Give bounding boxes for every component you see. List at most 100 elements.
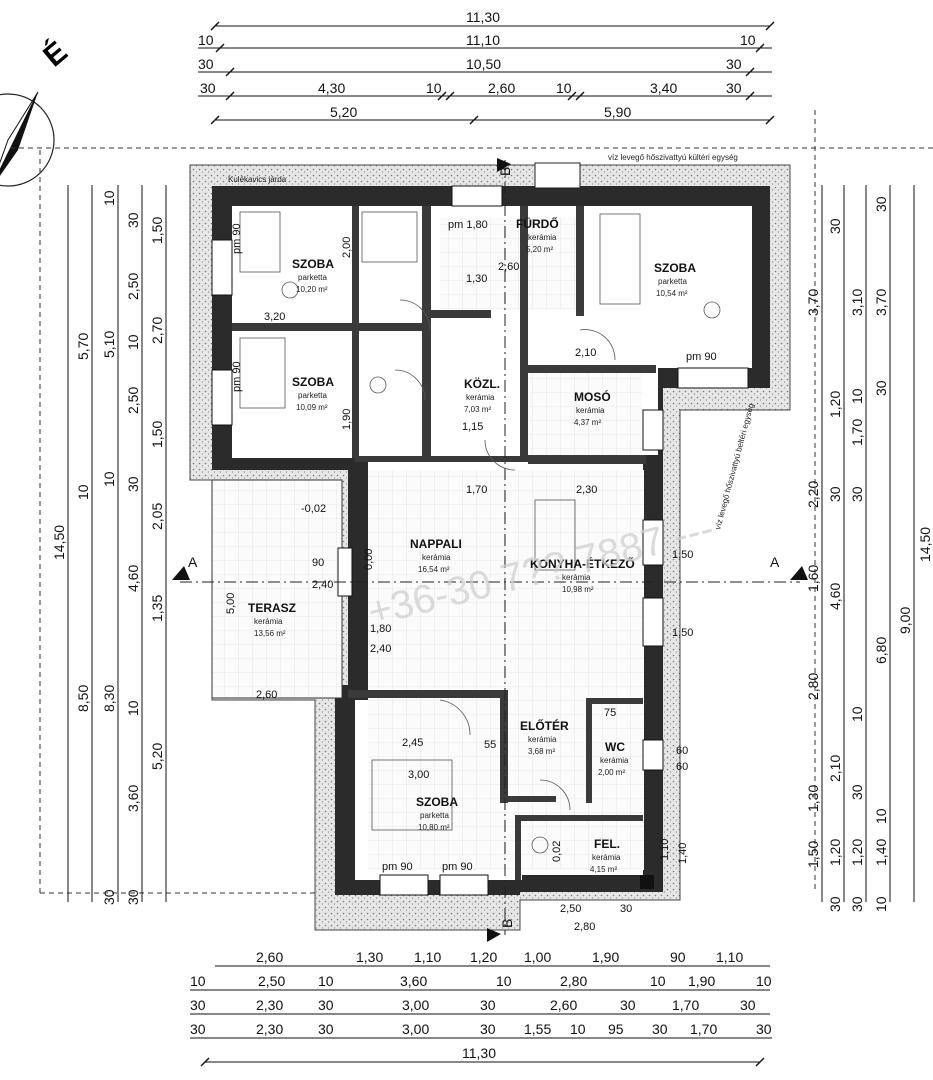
- right-dim-c5: 9,00: [897, 607, 913, 634]
- bottom-r1-5: 1,90: [592, 949, 619, 965]
- left-dim-c4-1: 2,50: [125, 273, 141, 300]
- room-wc: WC kerámia 2,00 m²: [598, 740, 629, 777]
- left-dim-c4-3: 2,50: [125, 387, 141, 414]
- svg-text:ELŐTÉR: ELŐTÉR: [520, 718, 569, 733]
- inner-d150-2: 1,50: [672, 627, 693, 639]
- top-dim-row1-total: 11,30: [466, 9, 500, 25]
- svg-text:16,54 m²: 16,54 m²: [418, 565, 450, 574]
- svg-text:FEL.: FEL.: [594, 837, 620, 851]
- top-dim-row5-b: 5,90: [604, 104, 631, 120]
- inner-d230: 2,30: [576, 484, 597, 496]
- inner-d260: 2,60: [498, 261, 519, 273]
- svg-text:parketta: parketta: [420, 811, 449, 820]
- section-b-top: B: [497, 167, 513, 176]
- bottom-r1-2: 1,10: [414, 949, 441, 965]
- bottom-r4-1: 2,30: [256, 1021, 283, 1037]
- top-dim-row4-g: 30: [726, 80, 742, 96]
- bottom-r2-4: 10: [496, 973, 512, 989]
- room-moso: MOSÓ kerámia 4,37 m²: [574, 389, 611, 427]
- right-dim-c3-6: 1,20: [849, 839, 865, 866]
- left-dim-c4-4: 30: [125, 476, 141, 492]
- left-dim-c4-6: 10: [125, 700, 141, 716]
- right-dim-c1-1: 2,20: [805, 481, 821, 508]
- top-dim-row4-f: 3,40: [650, 80, 677, 96]
- left-dim-c2-0: 5,70: [75, 333, 91, 360]
- inner-d90-terasz: 90: [312, 557, 324, 569]
- inner-d240-entry: 2,40: [370, 643, 391, 655]
- right-dim-c1-0: 3,70: [805, 289, 821, 316]
- bottom-r1-7: 1,10: [716, 949, 743, 965]
- left-dim-c5-5: 5,20: [149, 743, 165, 770]
- bottom-r3-1: 2,30: [256, 997, 283, 1013]
- left-dim-c3-3: 8,30: [101, 685, 117, 712]
- svg-text:10,98 m²: 10,98 m²: [562, 585, 594, 594]
- svg-text:5,20 m²: 5,20 m²: [526, 245, 553, 254]
- room-kozl: KÖZL. kerámia 7,03 m²: [464, 376, 500, 414]
- svg-text:MOSÓ: MOSÓ: [574, 389, 611, 404]
- inner-d60-2: 60: [676, 761, 688, 773]
- svg-text:parketta: parketta: [298, 391, 327, 400]
- bottom-r4-7: 95: [608, 1021, 624, 1037]
- inner-pm90-5: pm 90: [442, 861, 473, 873]
- right-dim-c4-3: 6,80: [873, 637, 889, 664]
- svg-text:SZOBA: SZOBA: [416, 795, 458, 809]
- svg-text:10,20 m²: 10,20 m²: [296, 285, 328, 294]
- svg-text:NAPPALI: NAPPALI: [410, 537, 462, 551]
- bottom-r4-4: 30: [480, 1021, 496, 1037]
- right-dim-c2-2: 30: [827, 486, 843, 502]
- interior-dimensions: pm 90 pm 90 pm 1,80 pm 90 3,20 2,00 1,90…: [225, 219, 717, 933]
- svg-text:KONYHA-ÉTKEZŐ: KONYHA-ÉTKEZŐ: [530, 556, 635, 571]
- bottom-r2-0: 10: [190, 973, 206, 989]
- left-dim-c3-1: 5,10: [101, 331, 117, 358]
- bottom-r1-0: 2,60: [256, 949, 283, 965]
- inner-d245: 2,45: [402, 737, 423, 749]
- bottom-r2-8: 10: [756, 973, 772, 989]
- svg-text:KÖZL.: KÖZL.: [464, 376, 500, 391]
- bottom-r2-5: 2,80: [560, 973, 587, 989]
- bottom-dimensions: 2,60 1,30 1,10 1,20 1,00 1,90 90 1,10 10…: [190, 949, 772, 1067]
- right-dim-c1-4: 1,30: [805, 785, 821, 812]
- right-dim-c2-4: 2,10: [827, 755, 843, 782]
- top-dim-row2-right: 10: [740, 32, 756, 48]
- top-dim-row4-b: 4,30: [318, 80, 345, 96]
- inner-d180: 1,80: [370, 623, 391, 635]
- inner-d110: 1,10: [659, 839, 671, 860]
- top-dim-row2-left: 10: [198, 32, 214, 48]
- top-dim-row5-a: 5,20: [330, 104, 357, 120]
- svg-text:kerámia: kerámia: [528, 735, 557, 744]
- svg-text:SZOBA: SZOBA: [654, 261, 696, 275]
- svg-text:13,56 m²: 13,56 m²: [254, 629, 286, 638]
- svg-text:SZOBA: SZOBA: [292, 375, 334, 389]
- left-dim-c5-3: 2,05: [149, 503, 165, 530]
- left-dim-c5-1: 2,70: [149, 317, 165, 344]
- room-szoba4: SZOBA parketta 10,80 m²: [416, 795, 458, 832]
- left-dim-c3-4: 30: [101, 889, 117, 905]
- right-dim-c1-5: 1,50: [805, 841, 821, 868]
- right-dim-c2-3: 4,60: [827, 583, 843, 610]
- right-dim-c3-3: 30: [849, 486, 865, 502]
- left-dim-c3-2: 10: [101, 471, 117, 487]
- right-dim-c3-2: 1,70: [849, 419, 865, 446]
- right-dim-c3-1: 10: [849, 388, 865, 404]
- right-dim-c4-5: 1,40: [873, 839, 889, 866]
- right-dim-c4-6: 10: [873, 896, 889, 912]
- room-konyha: KONYHA-ÉTKEZŐ kerámia 10,98 m²: [530, 556, 635, 594]
- right-dim-c3-0: 3,10: [849, 289, 865, 316]
- bottom-r4-5: 1,55: [524, 1021, 551, 1037]
- room-furdo: FÜRDŐ kerámia 5,20 m²: [516, 216, 559, 254]
- bottom-r3-4: 30: [480, 997, 496, 1013]
- top-dim-row3-left: 30: [198, 56, 214, 72]
- bottom-r4-2: 30: [318, 1021, 334, 1037]
- inner-d30: 30: [620, 903, 632, 915]
- bottom-r2-2: 10: [318, 973, 334, 989]
- svg-text:10,54 m²: 10,54 m²: [656, 289, 688, 298]
- room-szoba1: SZOBA parketta 10,20 m²: [292, 257, 334, 294]
- top-dim-row2-total: 11,10: [466, 32, 500, 48]
- section-a-right: A: [770, 554, 780, 570]
- bottom-r1-4: 1,00: [524, 949, 551, 965]
- section-b-markers: B B: [487, 158, 515, 942]
- bottom-r4-10: 30: [756, 1021, 772, 1037]
- inner-d320: 3,20: [264, 311, 285, 323]
- right-dim-c4-4: 10: [873, 808, 889, 824]
